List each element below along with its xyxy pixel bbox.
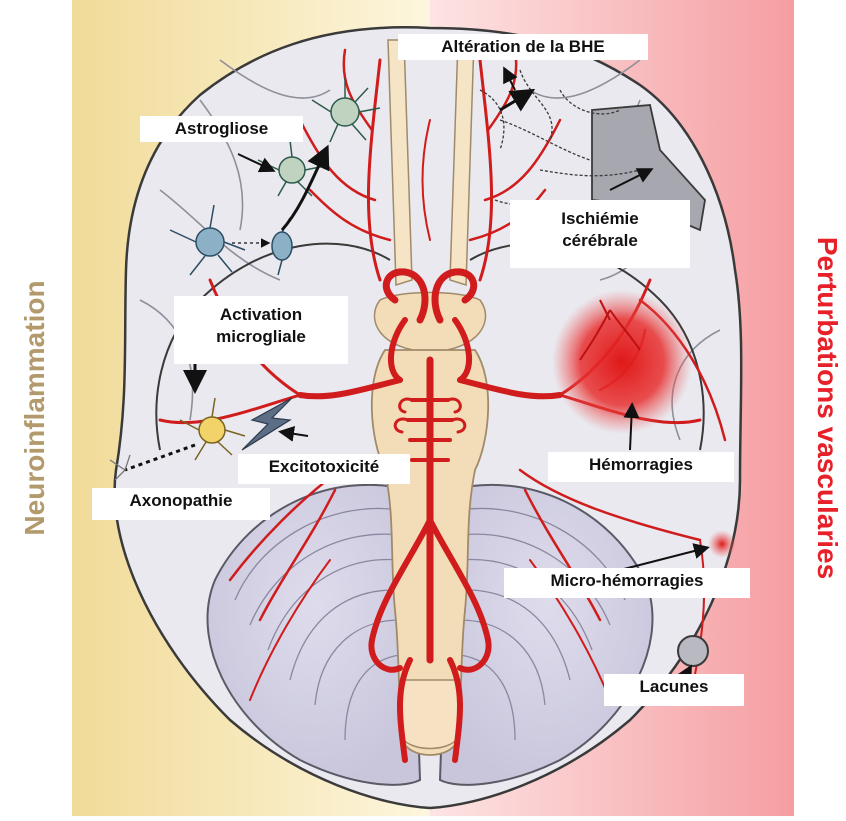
label-axonopathie: Axonopathie bbox=[92, 488, 270, 520]
right-side-title: Perturbations vascularies bbox=[812, 237, 843, 579]
label-astrogliose: Astrogliose bbox=[140, 116, 303, 142]
label-lacunes: Lacunes bbox=[604, 674, 744, 706]
label-excitotoxicite: Excitotoxicité bbox=[238, 454, 410, 484]
label-ischemie: Ischiémie cérébrale bbox=[510, 200, 690, 268]
label-hemorragies: Hémorragies bbox=[548, 452, 734, 482]
label-ischemie-line-1: Ischiémie bbox=[520, 208, 680, 230]
label-ischemie-line-2: cérébrale bbox=[520, 230, 680, 252]
label-bhe-alteration: Altération de la BHE bbox=[398, 34, 648, 60]
medulla bbox=[400, 680, 461, 749]
left-side-title: Neuroinflammation bbox=[19, 280, 50, 535]
hemorrhage-blot bbox=[552, 290, 692, 434]
micro-hemorrhage-spot bbox=[708, 530, 736, 558]
label-activation-line-2: microgliale bbox=[184, 326, 338, 348]
label-activation-line-1: Activation bbox=[184, 304, 338, 326]
lacune-circle bbox=[678, 636, 708, 666]
label-activation-microgliale: Activation microgliale bbox=[174, 296, 348, 364]
label-micro-hemorragies: Micro-hémorragies bbox=[504, 568, 750, 598]
